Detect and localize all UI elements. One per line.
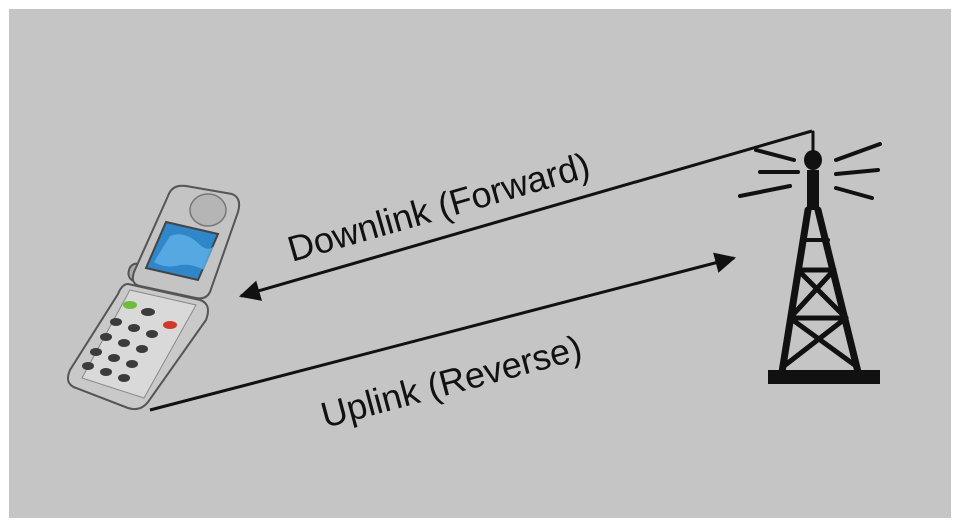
downlink-line xyxy=(238,129,813,301)
flip-phone-icon xyxy=(67,184,241,411)
cell-tower-icon xyxy=(738,130,882,384)
diagram-canvas: Downlink (Forward) Uplink (Reverse) xyxy=(9,9,951,518)
uplink-line xyxy=(149,252,737,412)
uplink-label: Uplink (Reverse) xyxy=(316,327,586,436)
diagram-svg: Downlink (Forward) Uplink (Reverse) xyxy=(67,129,882,436)
